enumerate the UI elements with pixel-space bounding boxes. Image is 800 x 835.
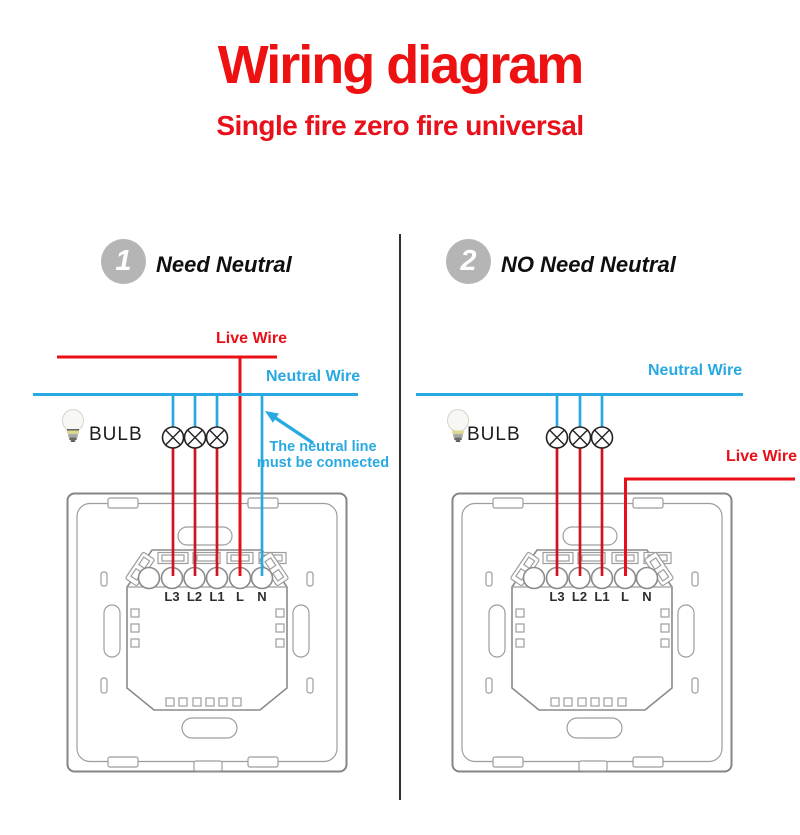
lamp-symbol-icon <box>161 426 185 449</box>
section-divider <box>399 234 401 800</box>
corner-block-left <box>125 551 155 587</box>
bulb-icon <box>62 409 84 442</box>
neutral-note-line2: must be connected <box>256 454 390 471</box>
step-circle-1: 1 <box>101 239 146 284</box>
lamp-symbol-icon <box>205 426 229 449</box>
lamp-symbol-icon <box>545 426 569 449</box>
page-subtitle: Single fire zero fire universal <box>216 110 584 141</box>
terminal-label-n: N <box>642 589 651 604</box>
lamp-symbol-icon <box>590 426 614 449</box>
module-side-squares <box>130 608 285 707</box>
bulb-label-right: BULB <box>467 424 521 445</box>
section-heading-no-need-neutral: NO Need Neutral <box>501 252 676 277</box>
switch-panel-left: L3 L2 L1 L N <box>66 492 348 773</box>
neutral-note-line1: The neutral line <box>269 439 377 455</box>
bulb-label-left: BULB <box>89 424 143 445</box>
neutral-note: The neutral line must be connected <box>256 439 390 471</box>
terminal-circles <box>522 566 659 590</box>
terminal-label-l1: L1 <box>209 589 224 604</box>
terminal-circles <box>137 566 274 590</box>
switch-module-outline <box>511 549 673 711</box>
step-circle-2: 2 <box>446 239 491 284</box>
lamp-symbol-icon <box>568 426 592 449</box>
switch-module-outline <box>126 549 288 711</box>
terminal-label-l1: L1 <box>594 589 609 604</box>
page-title: Wiring diagram <box>217 35 585 95</box>
lamp-symbol-icon <box>183 426 207 449</box>
step-number-2: 2 <box>460 245 477 277</box>
neutral-wire-label-left: Neutral Wire <box>266 368 361 385</box>
terminal-label-l2: L2 <box>187 589 202 604</box>
terminal-label-l3: L3 <box>164 589 179 604</box>
neutral-wire-label-right: Neutral Wire <box>648 362 743 379</box>
step-number-1: 1 <box>115 245 132 277</box>
section-heading-need-neutral: Need Neutral <box>156 252 292 277</box>
terminal-label-n: N <box>257 589 266 604</box>
module-side-squares <box>515 608 670 707</box>
switch-panel-right: L3 L2 L1 L N <box>451 492 733 773</box>
bulb-icon <box>447 409 469 442</box>
terminal-label-l2: L2 <box>572 589 587 604</box>
terminal-label-l3: L3 <box>549 589 564 604</box>
terminal-label-l: L <box>236 589 244 604</box>
corner-block-left <box>510 551 540 587</box>
live-wire-label-right: Live Wire <box>726 448 797 465</box>
live-wire-label-left: Live Wire <box>216 330 287 347</box>
terminal-label-l: L <box>621 589 629 604</box>
